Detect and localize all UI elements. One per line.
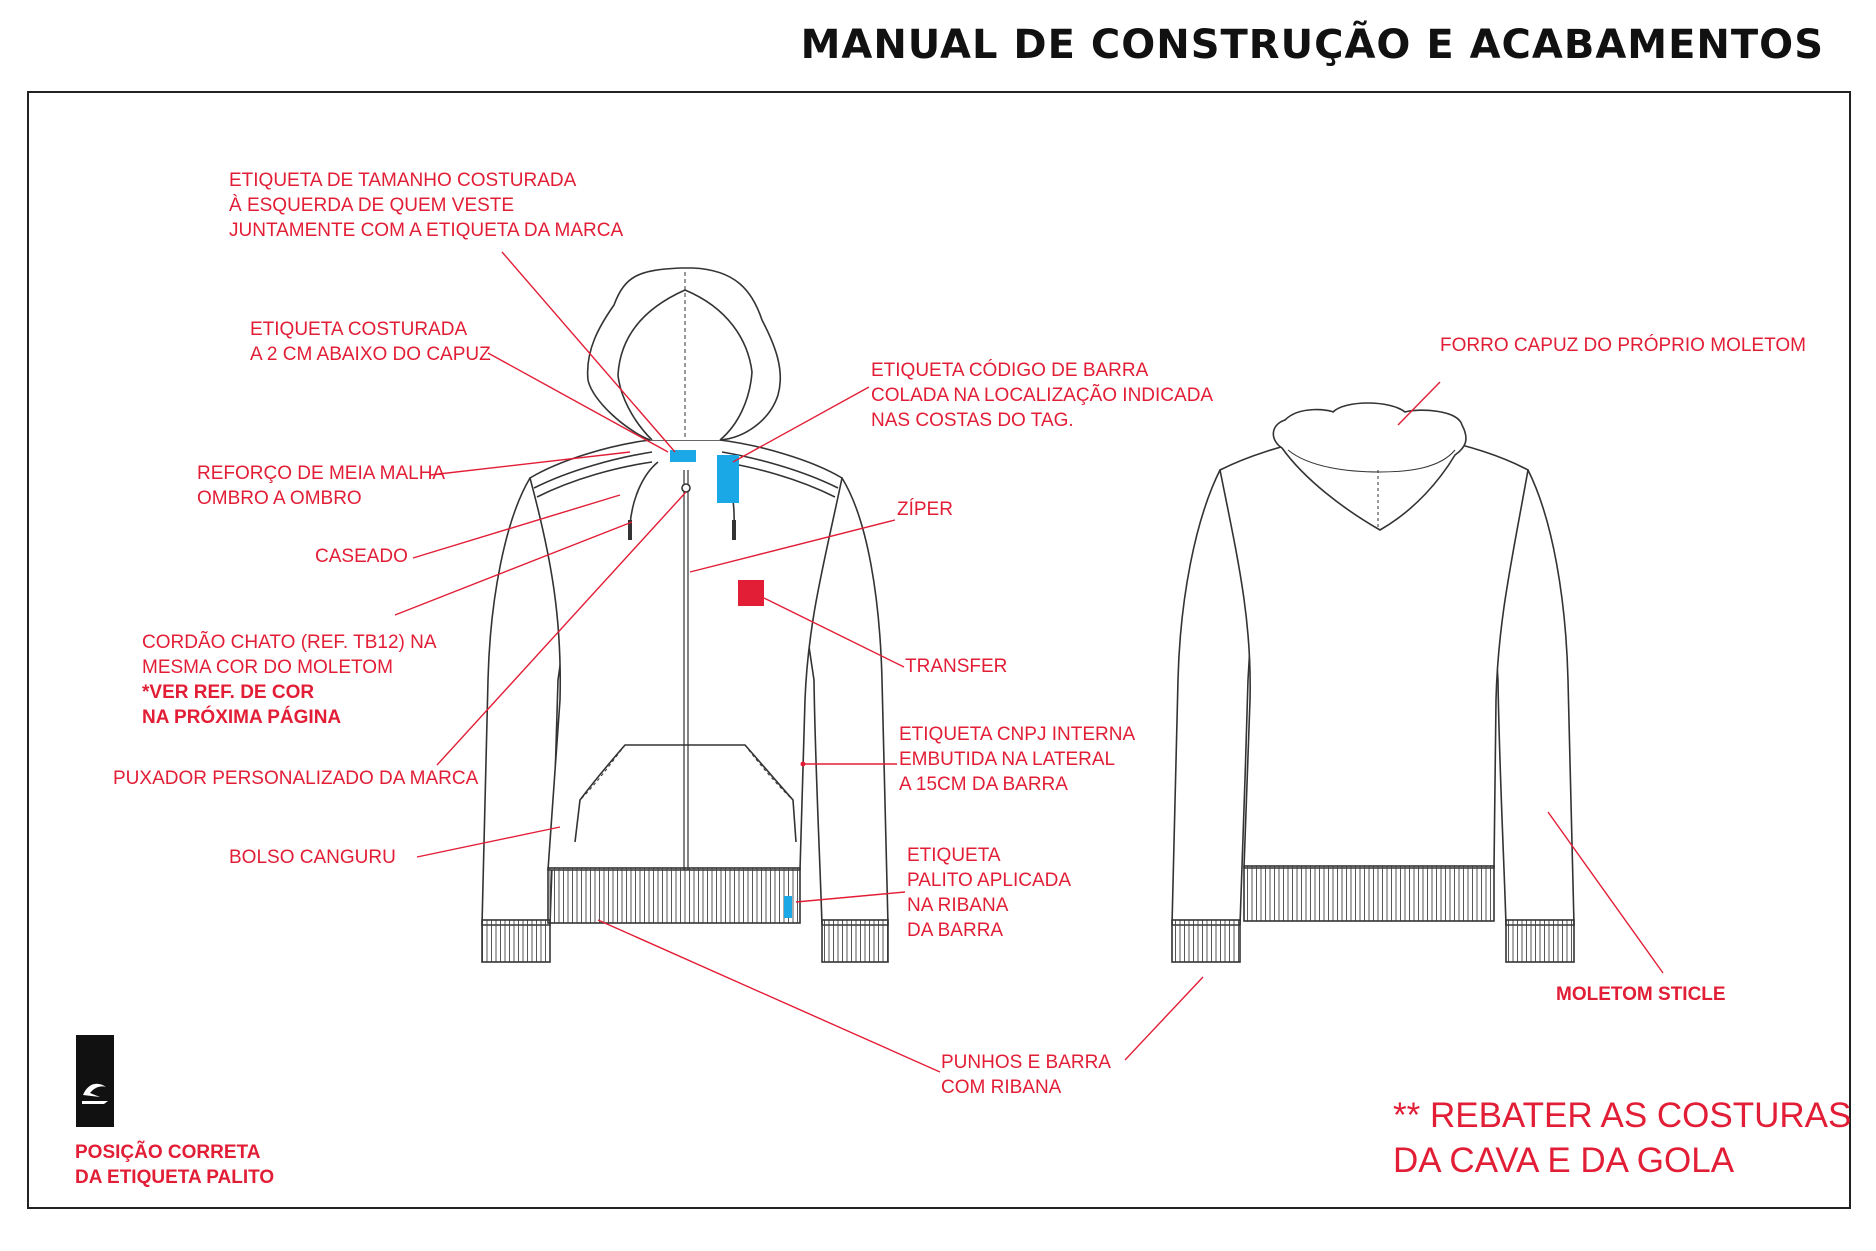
- front-left-cuff: [481, 919, 551, 963]
- barcode-tag: [717, 455, 739, 503]
- back-hood: [1272, 402, 1467, 531]
- label-fabric: MOLETOM STICLE: [1556, 984, 1726, 1005]
- label-barcode: ETIQUETA CÓDIGO DE BARRA COLADA NA LOCAL…: [871, 360, 1214, 431]
- back-hem-rib: [1243, 865, 1495, 922]
- label-pocket: BOLSO CANGURU: [229, 847, 396, 868]
- front-body: [529, 439, 843, 871]
- size-label-tag: [670, 450, 696, 462]
- leader-lines: [394, 251, 1664, 1073]
- label-hood-lining: FORRO CAPUZ DO PRÓPRIO MOLETOM: [1440, 335, 1806, 356]
- label-cord: CORDÃO CHATO (REF. TB12) NA MESMA COR DO…: [142, 632, 437, 728]
- wave-logo-icon: [82, 1083, 108, 1104]
- back-right-cuff: [1505, 919, 1575, 963]
- label-transfer: TRANSFER: [905, 656, 1008, 677]
- label-puller: PUXADOR PERSONALIZADO DA MARCA: [113, 768, 479, 789]
- tag-palito-sample: [76, 1035, 114, 1127]
- label-size-tag: ETIQUETA DE TAMANHO COSTURADA À ESQUERDA…: [229, 170, 624, 241]
- seam-note: ** REBATER AS COSTURAS DA CAVA E DA GOLA: [1393, 1096, 1852, 1180]
- kangaroo-pocket: [574, 744, 797, 843]
- back-hoodie: [1171, 402, 1575, 926]
- front-right-cuff: [821, 919, 889, 963]
- palito-tag: [784, 896, 792, 918]
- back-left-cuff: [1171, 919, 1241, 963]
- back-left-sleeve: [1171, 469, 1256, 926]
- label-shoulder-reinforcement: REFORÇO DE MEIA MALHA OMBRO A OMBRO: [197, 463, 446, 509]
- page-title: MANUAL DE CONSTRUÇÃO E ACABAMENTOS: [800, 22, 1824, 68]
- front-hoodie: [481, 267, 889, 926]
- label-palito: ETIQUETA PALITO APLICADA NA RIBANA DA BA…: [907, 845, 1072, 941]
- label-tag-position: POSIÇÃO CORRETA DA ETIQUETA PALITO: [75, 1142, 275, 1188]
- label-cuffs: PUNHOS E BARRA COM RIBANA: [941, 1052, 1111, 1098]
- front-hem-rib: [547, 867, 801, 924]
- drawing-frame: [27, 91, 1851, 1209]
- label-sewn-tag: ETIQUETA COSTURADA A 2 CM ABAIXO DO CAPU…: [250, 319, 491, 365]
- front-hood: [586, 267, 782, 441]
- label-cnpj: ETIQUETA CNPJ INTERNA EMBUTIDA NA LATERA…: [899, 724, 1136, 795]
- label-zipper: ZÍPER: [897, 499, 953, 520]
- transfer-square: [738, 580, 764, 606]
- label-caseado: CASEADO: [315, 546, 408, 567]
